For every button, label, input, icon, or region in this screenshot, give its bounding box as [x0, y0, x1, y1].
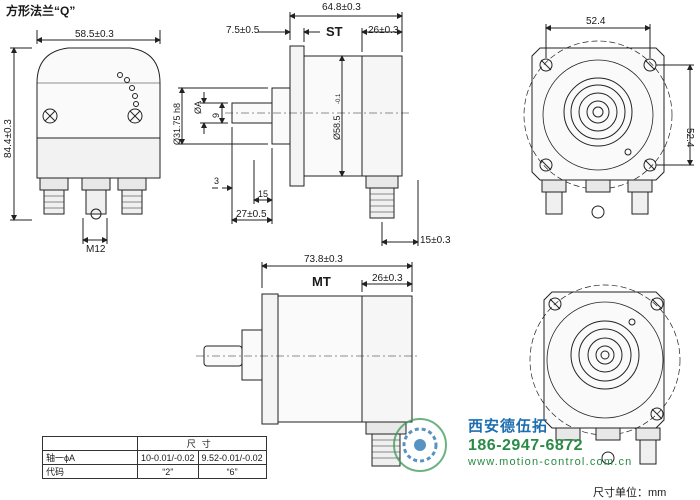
st-side-view — [178, 12, 419, 246]
rear-view-top — [523, 24, 694, 219]
screw-icon — [42, 108, 58, 124]
mount-hole-icon — [539, 158, 553, 172]
watermark-phone: 186-2947-6872 — [468, 437, 584, 454]
front-height-dim: 84.4±0.3 — [3, 119, 14, 158]
spec-row-code-v2: “6” — [197, 464, 267, 479]
right-width-dim: 52.4 — [586, 16, 606, 27]
mount-hole-icon — [650, 297, 664, 311]
st-shaft-dim: ØA — [193, 101, 203, 114]
watermark-website: www.motion-control.com.cn — [468, 456, 633, 468]
watermark-company: 西安德伍拓 — [468, 418, 549, 435]
spec-header: 尺寸 — [137, 436, 267, 451]
st-body-dia-dim: Ø58.5 — [332, 115, 342, 140]
spec-row-code-label: 代码 — [42, 464, 138, 479]
screw-icon — [127, 108, 143, 124]
st-body-tol: -0.1 — [336, 93, 342, 104]
st-pilot-dim: Ø31.75 h8 — [172, 103, 182, 145]
unit-note: 尺寸单位：mm — [593, 487, 667, 499]
front-width-dim: 58.5±0.3 — [75, 29, 114, 40]
spec-row-shaft-v1: 10-0.01/-0.02 — [137, 450, 199, 465]
shaft-spec-table: 尺寸 轴一ϕA 10-0.01/-0.02 9.52-0.01/-0.02 代码… — [42, 436, 267, 479]
st-length-dim: 64.8±0.3 — [322, 2, 361, 13]
st-three-dim: 3 — [214, 176, 219, 186]
spec-row-code-v1: “2” — [137, 464, 199, 479]
rear-view-bottom — [529, 284, 681, 465]
watermark: 西安德伍拓 186-2947-6872 www.motion-control.c… — [468, 415, 633, 468]
page-title: 方形法兰“Q” — [6, 4, 76, 18]
st-flange-dim: 7.5±0.5 — [226, 25, 260, 36]
mt-label: MT — [312, 274, 331, 289]
right-height-dim: 52.4 — [684, 128, 695, 148]
st-shaft-len-dim: 27±0.5 — [236, 209, 267, 220]
mount-hole-icon — [548, 297, 562, 311]
mt-rear-dim: 26±0.3 — [372, 273, 403, 284]
watermark-logo-icon — [393, 418, 447, 472]
st-rear-dim: 26±0.3 — [368, 25, 399, 36]
front-view — [10, 30, 161, 244]
connector-spacing-dim: M12 — [86, 244, 106, 255]
st-label: ST — [326, 24, 343, 39]
mt-length-dim: 73.8±0.3 — [304, 254, 343, 265]
st-nine-dim: 9 — [211, 113, 221, 118]
mt-side-view — [196, 262, 420, 467]
st-fifteen-dim: 15 — [258, 189, 268, 199]
mount-hole-icon — [650, 407, 664, 421]
spec-row-shaft-label: 轴一ϕA — [42, 450, 138, 465]
spec-row-shaft-v2: 9.52-0.01/-0.02 — [197, 450, 267, 465]
mount-hole-icon — [539, 58, 553, 72]
st-conn-dim: 15±0.3 — [420, 235, 451, 246]
